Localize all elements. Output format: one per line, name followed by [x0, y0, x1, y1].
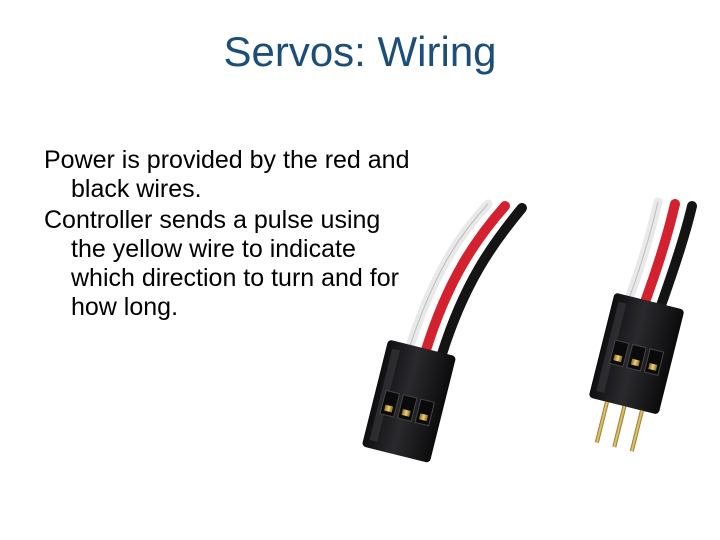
- right-connector: [589, 197, 697, 452]
- right-connector-pin: [629, 410, 644, 452]
- left-connector: [362, 199, 527, 463]
- left-wire-red: [421, 201, 510, 355]
- right-connector-pin: [594, 401, 609, 444]
- servo-connectors-photo: [362, 197, 697, 463]
- bullet-item-controller: Controller sends a pulse using the yello…: [44, 206, 399, 321]
- right-connector-pin: [612, 405, 627, 448]
- bullet-list: Power is provided by the red and black w…: [44, 146, 414, 324]
- right-wire-red: [637, 199, 680, 315]
- left-wire-black: [437, 203, 527, 359]
- bullet-item-power: Power is provided by the red and black w…: [44, 146, 410, 203]
- slide-title: Servos: Wiring: [223, 28, 497, 75]
- right-wire-black: [653, 201, 697, 319]
